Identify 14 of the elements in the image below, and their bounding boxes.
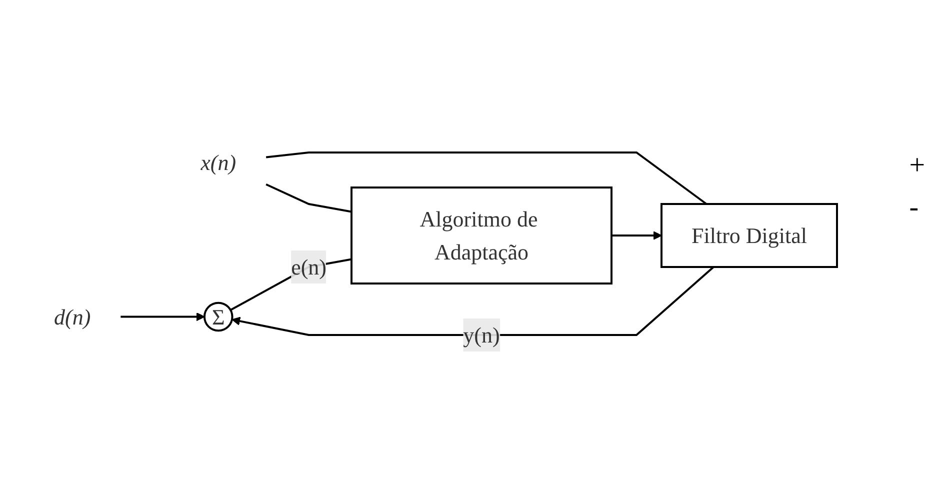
arrow bbox=[120, 312, 204, 321]
edge-label: y(n) bbox=[462, 322, 500, 348]
arrow bbox=[231, 266, 714, 336]
sign-label: - bbox=[909, 192, 920, 224]
arrow bbox=[611, 230, 662, 240]
node-text: x(n) bbox=[200, 150, 236, 175]
node-circle: Σ bbox=[202, 302, 233, 332]
node-box: Filtro Digital bbox=[660, 202, 838, 268]
node-text: d(n) bbox=[54, 304, 90, 329]
sign-label: + bbox=[909, 150, 925, 182]
connector bbox=[265, 183, 352, 213]
connector bbox=[265, 151, 707, 205]
node-box: Algoritmo de Adaptação bbox=[350, 186, 612, 284]
edge-label: e(n) bbox=[290, 254, 326, 280]
